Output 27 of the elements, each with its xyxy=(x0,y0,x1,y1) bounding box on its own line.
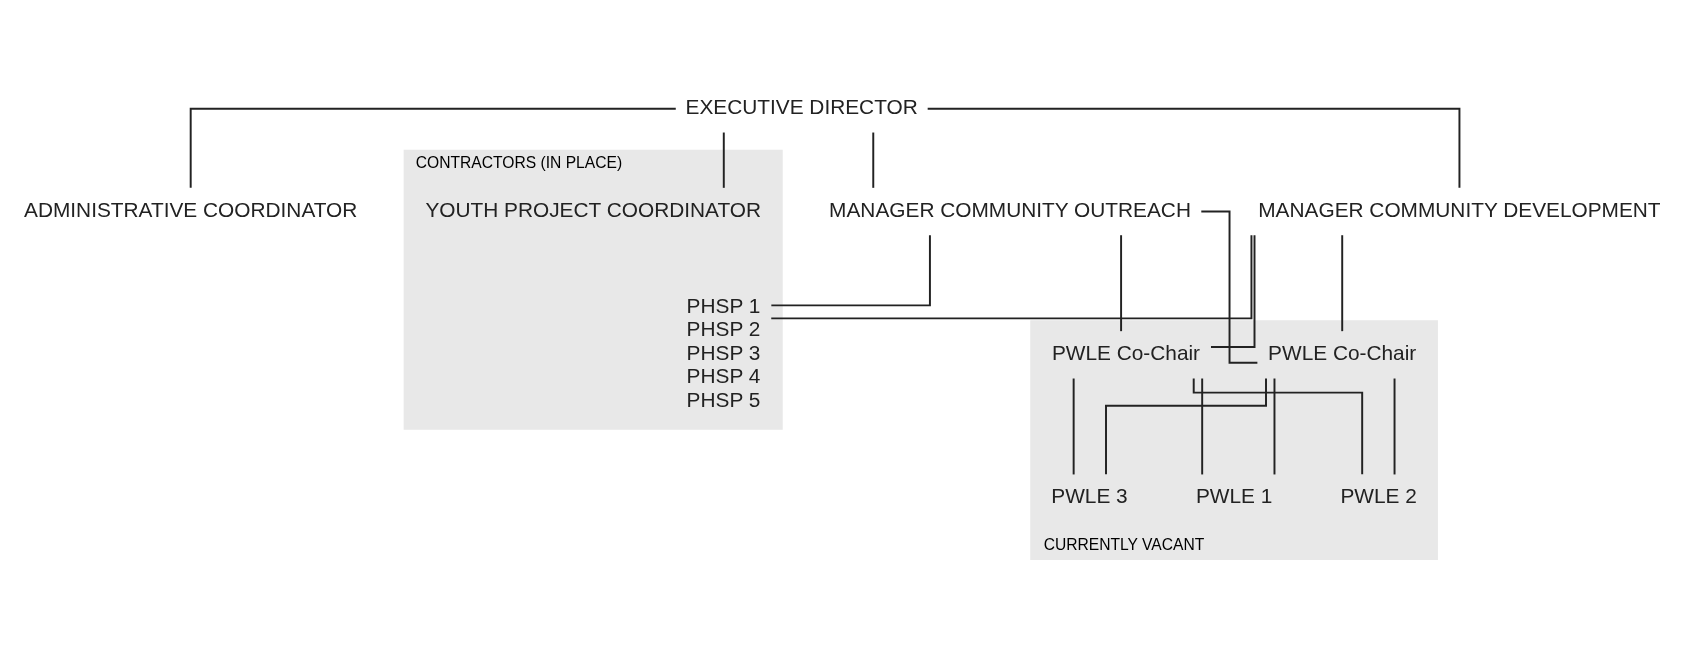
node-text: PWLE 3 xyxy=(1051,483,1128,507)
node-text: YOUTH PROJECT COORDINATOR xyxy=(425,197,761,221)
node-text: PWLE 1 xyxy=(1195,483,1273,507)
connector xyxy=(722,131,725,189)
connector xyxy=(1210,233,1256,348)
connector xyxy=(926,107,1461,189)
node-text: ADMINISTRATIVE COORDINATOR xyxy=(24,197,358,221)
connector xyxy=(1201,377,1204,475)
connector xyxy=(1341,233,1344,332)
node-text: MANAGER COMMUNITY DEVELOPMENT xyxy=(1258,197,1661,221)
node-text: PWLE Co-Chair xyxy=(1051,340,1201,364)
node-text: PWLE Co-Chair xyxy=(1268,340,1417,364)
connector xyxy=(872,131,875,189)
connector xyxy=(770,233,931,306)
connector xyxy=(1072,377,1075,475)
node-text: PWLE 2 xyxy=(1340,483,1417,507)
connector xyxy=(189,107,677,189)
connector xyxy=(1273,377,1276,475)
node-text: MANAGER COMMUNITY OUTREACH xyxy=(829,197,1191,221)
node-text: EXECUTIVE DIRECTOR xyxy=(685,94,918,118)
connector xyxy=(770,233,1253,319)
connector xyxy=(1200,210,1259,364)
connector xyxy=(1192,377,1364,475)
connector xyxy=(1393,377,1396,475)
node-text: PHSP 1 PHSP 2 PHSP 3 PHSP 4 PHSP 5 xyxy=(686,293,761,411)
connector xyxy=(1105,377,1267,475)
connector xyxy=(1120,233,1123,332)
